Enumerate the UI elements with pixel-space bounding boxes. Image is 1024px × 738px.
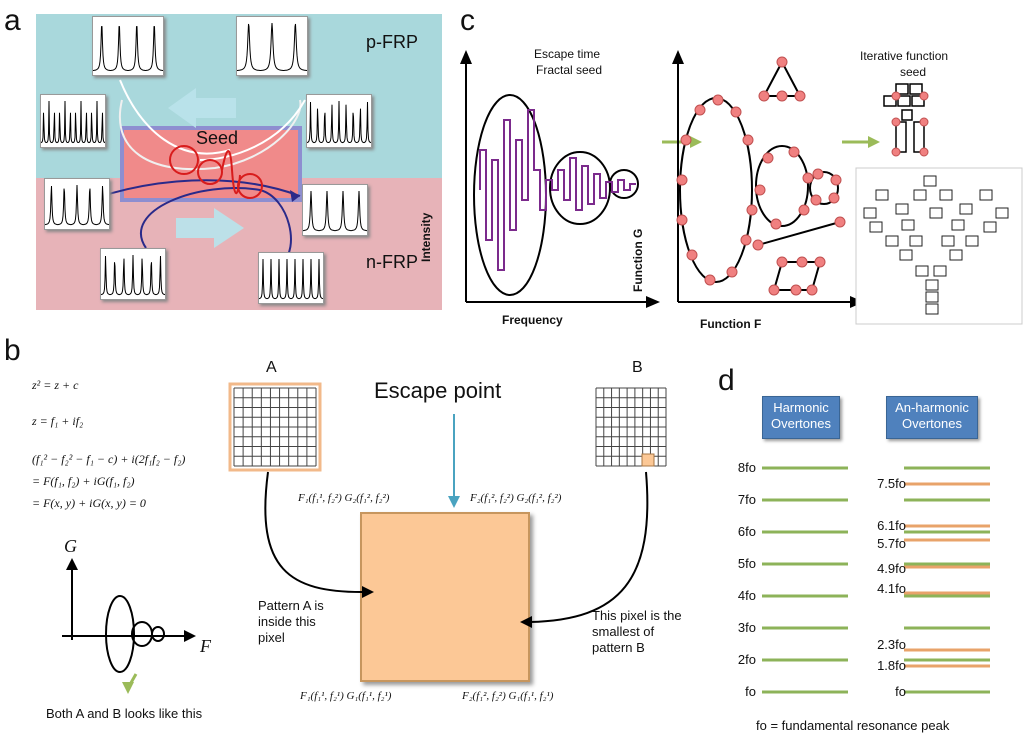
panel-letter-a: a — [4, 4, 21, 37]
both-note: Both A and B looks like this — [46, 706, 203, 721]
pattern-a-label: A — [266, 359, 277, 376]
iterative-seed-glyph — [883, 83, 925, 153]
spectrum-mid-right — [306, 94, 372, 148]
function-g-axis-label: Function G — [631, 228, 645, 292]
anharmonic-level: 1.8fo — [877, 658, 906, 673]
right-arrow — [176, 208, 244, 248]
axis-f-label: F — [200, 636, 211, 656]
overtone-lines — [762, 466, 990, 694]
iterative-seed-label: seed — [900, 65, 927, 79]
anharmonic-level: fo — [895, 684, 906, 699]
harmonic-level: 6fo — [737, 524, 756, 539]
anharmonic-header: An-harmonic Overtones — [886, 396, 978, 439]
panel-c-graphic — [460, 50, 1023, 325]
harmonic-header: Harmonic Overtones — [762, 396, 840, 439]
spectrum-top-right — [236, 16, 308, 76]
left-arrow — [168, 88, 236, 128]
anharmonic-level: 6.1fo — [877, 518, 906, 533]
function-f-axis-label: Function F — [700, 317, 762, 331]
panel-b-arrows — [62, 414, 649, 694]
fractal-tree — [863, 175, 1009, 315]
equation-5: = F(x, y) + iG(x, y) = 0 — [32, 496, 146, 510]
spectrum-low-left — [44, 178, 110, 230]
anharmonic-level: 4.1fo — [877, 581, 906, 596]
grid-a — [228, 382, 322, 472]
equation-2: z = f₁ + if₂ — [32, 414, 84, 428]
fundamental-footnote: fo = fundamental resonance peak — [756, 718, 950, 733]
intensity-axis-label: Intensity — [419, 212, 433, 262]
spectrum-bottom-left — [100, 248, 166, 300]
escape-pixel — [360, 512, 530, 682]
harmonic-level: 7fo — [737, 492, 756, 507]
anharmonic-level: 2.3fo — [877, 637, 906, 652]
corner-top-left: F₁(f₁¹, f₂²) G₂(f₁², f₂²) — [298, 492, 390, 504]
anharmonic-level: 5.7fo — [877, 536, 906, 551]
anharmonic-level: 4.9fo — [877, 561, 906, 576]
pattern-b-note: This pixel is the smallest of pattern B — [592, 608, 682, 655]
harmonic-level: 3fo — [737, 620, 756, 635]
pattern-b-label: B — [632, 359, 643, 376]
spectrum-low-right — [302, 184, 368, 236]
equation-4: = F(f₁, f₂) + iG(f₁, f₂) — [32, 474, 135, 488]
corner-bottom-left: F₁(f₁¹, f₂¹) G₁(f₁¹, f₂¹) — [300, 690, 392, 702]
escape-time-label: Escape time — [534, 47, 601, 61]
spectrum-top-left — [92, 16, 164, 76]
harmonic-level: 4fo — [737, 588, 756, 603]
corner-top-right: F₂(f₁², f₂²) G₂(f₁², f₂²) — [470, 492, 562, 504]
axis-g-label: G — [64, 536, 77, 556]
spectrum-bottom-right — [258, 252, 324, 304]
corner-bottom-right: F₂(f₁², f₂²) G₁(f₁¹, f₂¹) — [462, 690, 554, 702]
anharmonic-level: 7.5fo — [877, 476, 906, 491]
pattern-a-note: Pattern A is inside this pixel — [258, 598, 324, 645]
panel-letter-c: c — [460, 4, 475, 37]
panel-letter-b: b — [4, 334, 21, 367]
function-nodes — [676, 56, 846, 296]
harmonic-level: 8fo — [737, 460, 756, 475]
equation-3: (f₁² − f₂² − f₁ − c) + i(2f₁f₂ − f₂) — [32, 452, 186, 466]
harmonic-level: 5fo — [737, 556, 756, 571]
equation-1: z² = z + c — [32, 378, 79, 392]
iterative-function-label: Iterative function — [860, 49, 949, 63]
p-frp-label: p-FRP — [366, 32, 419, 52]
grid-b — [595, 387, 667, 467]
spectrum-mid-left — [40, 94, 106, 148]
harmonic-level: fo — [745, 684, 756, 699]
panel-letter-d: d — [718, 364, 735, 397]
escape-point-label: Escape point — [374, 378, 502, 403]
fractal-seed-label: Fractal seed — [536, 63, 603, 77]
n-frp-label: n-FRP — [366, 252, 419, 272]
harmonic-level: 2fo — [737, 652, 756, 667]
frequency-axis-label: Frequency — [502, 313, 563, 327]
seed-label: Seed — [196, 128, 239, 148]
